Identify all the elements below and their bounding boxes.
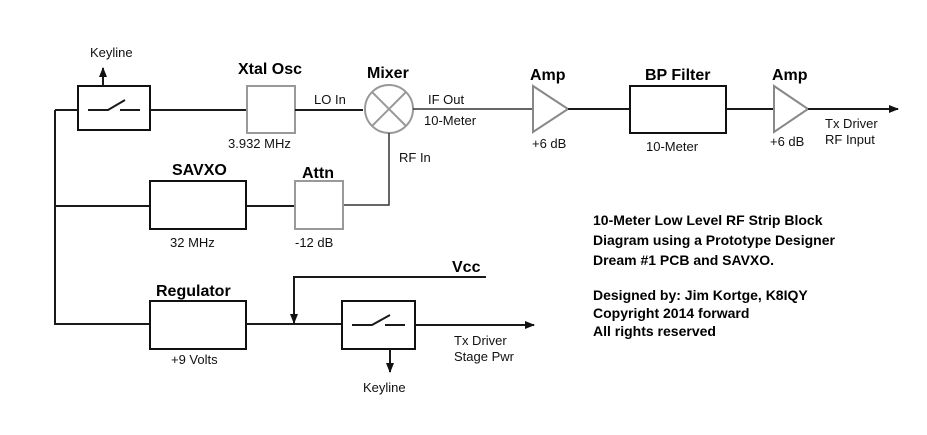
savxo-title: SAVXO [172, 162, 227, 179]
if-out-band: 10-Meter [424, 113, 477, 128]
keyline-bottom-label: Keyline [363, 380, 406, 395]
xtal-osc-block [246, 85, 296, 134]
if-out-label: IF Out [428, 92, 465, 107]
amp1-triangle [532, 84, 570, 134]
regulator-title: Regulator [156, 283, 231, 300]
regulator-voltage: +9 Volts [171, 352, 218, 367]
vcc-title: Vcc [452, 259, 481, 276]
xtal-osc-freq: 3.932 MHz [228, 136, 291, 151]
keyline-switch-bottom [341, 300, 416, 373]
mixer-title: Mixer [367, 65, 409, 82]
pwr-output-line2: Stage Pwr [454, 349, 515, 364]
amp1-gain: +6 dB [532, 136, 566, 151]
bp-filter-block [629, 85, 727, 134]
amp2-title: Amp [772, 67, 808, 84]
description-line: 10-Meter Low Level RF Strip Block [593, 212, 823, 228]
credits-note: Designed by: Jim Kortge, K8IQY Copyright… [593, 287, 808, 339]
rf-output-line2: RF Input [825, 132, 875, 147]
description-line: Dream #1 PCB and SAVXO. [593, 252, 774, 268]
keyline-switch-top [55, 67, 151, 131]
keyline-top-label: Keyline [90, 45, 133, 60]
description-note: 10-Meter Low Level RF Strip Block Diagra… [593, 212, 835, 268]
attn-block [294, 180, 344, 230]
credits-line: Copyright 2014 forward [593, 305, 749, 321]
vcc-wire [290, 276, 486, 324]
lo-in-label: LO In [314, 92, 346, 107]
description-line: Diagram using a Prototype Designer [593, 232, 835, 248]
attn-title: Attn [302, 165, 334, 182]
bp-filter-band: 10-Meter [646, 139, 699, 154]
mixer-symbol [364, 84, 414, 134]
rf-in-label: RF In [399, 150, 431, 165]
amp2-triangle [773, 84, 810, 134]
attn-value: -12 dB [295, 235, 333, 250]
wire-rf-in [343, 133, 390, 206]
amp2-gain: +6 dB [770, 134, 804, 149]
bp-filter-title: BP Filter [645, 67, 711, 84]
savxo-block [149, 180, 247, 230]
xtal-osc-title: Xtal Osc [238, 61, 302, 78]
supply-bus-wire [54, 110, 150, 325]
regulator-block [149, 300, 247, 350]
pwr-output-line1: Tx Driver [454, 333, 507, 348]
credits-line: Designed by: Jim Kortge, K8IQY [593, 287, 808, 303]
rf-output-line1: Tx Driver [825, 116, 878, 131]
credits-line: All rights reserved [593, 323, 716, 339]
savxo-freq: 32 MHz [170, 235, 215, 250]
amp1-title: Amp [530, 67, 566, 84]
